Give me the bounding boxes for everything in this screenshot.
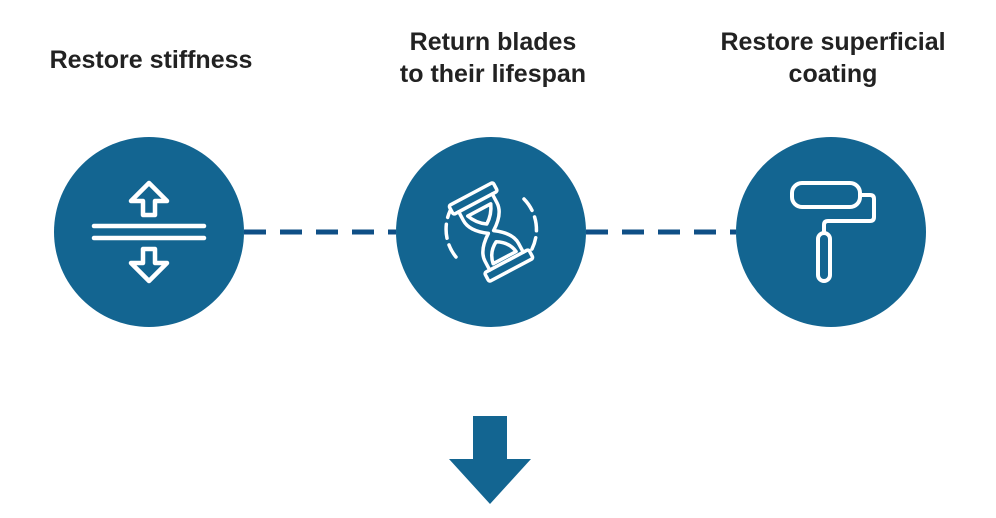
hourglass-icon xyxy=(444,181,539,283)
step-3-label: Restore superficial coating xyxy=(683,26,983,90)
down-arrow-icon xyxy=(449,416,531,504)
step-1-circle xyxy=(54,137,244,327)
step-2-label-line-2: to their lifespan xyxy=(399,60,587,88)
step-2-circle xyxy=(396,137,586,327)
step-2-label: Return blades to their lifespan xyxy=(343,26,643,90)
step-3-label-line-1: Restore superficial xyxy=(720,28,946,56)
compress-arrows-icon xyxy=(91,180,207,284)
step-3-circle xyxy=(736,137,926,327)
dashed-connector-2 xyxy=(586,229,736,235)
step-1-label-line-1: Restore stiffness xyxy=(49,46,253,74)
step-3-label-line-2: coating xyxy=(788,60,878,88)
dashed-connector-1 xyxy=(244,229,396,235)
step-1-label: Restore stiffness xyxy=(1,44,301,76)
step-2-label-line-1: Return blades xyxy=(409,28,577,56)
paint-roller-icon xyxy=(790,181,876,283)
